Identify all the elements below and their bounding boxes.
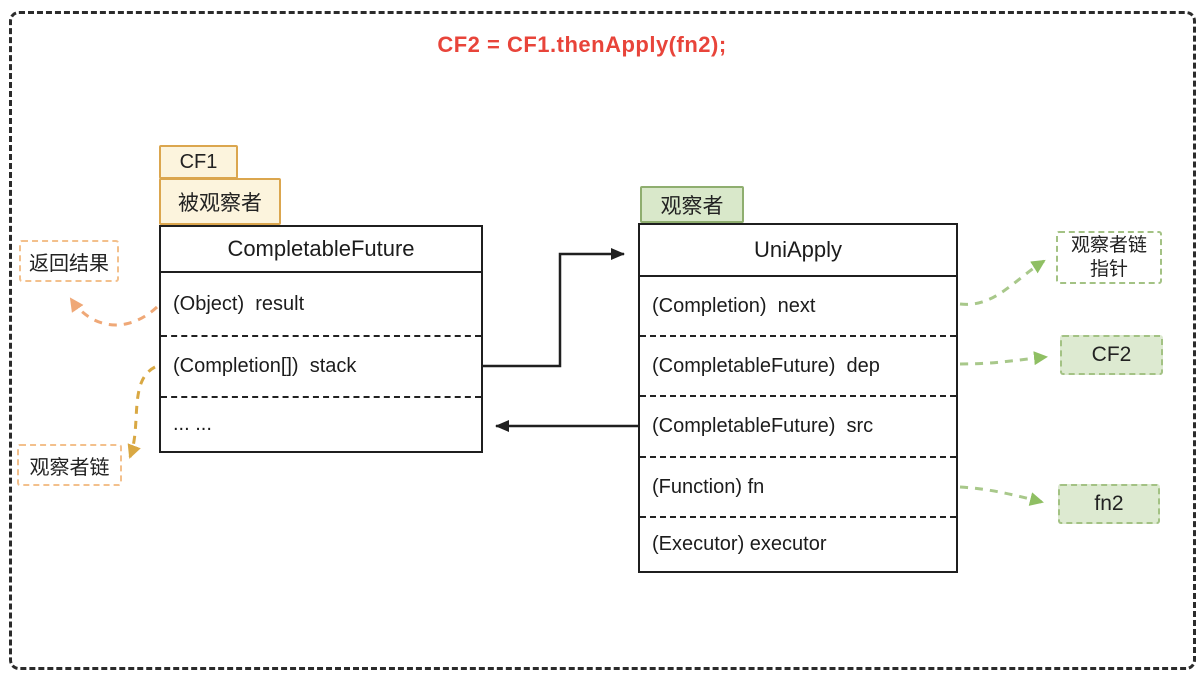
observer-chain-pointer-line1: 观察者链 bbox=[1070, 234, 1147, 256]
field-stack: (Completion[]) stack bbox=[161, 335, 481, 396]
observer-chain-pointer-line2: 指针 bbox=[1089, 258, 1128, 280]
observer-chain-pointer-label: 观察者链 指针 bbox=[1056, 231, 1162, 284]
outer-dashed-frame bbox=[9, 11, 1196, 670]
field-result: (Object) result bbox=[173, 292, 305, 315]
uniapply-classbox: UniApply (Completion) next (CompletableF… bbox=[638, 223, 958, 573]
field-next: (Completion) next bbox=[652, 294, 816, 317]
field-ellipsis: ... ... bbox=[161, 396, 481, 451]
observer-role-tag: 观察者 bbox=[640, 186, 744, 223]
cf2-label: CF2 bbox=[1060, 335, 1163, 375]
cf1-tag: CF1 bbox=[159, 145, 238, 179]
field-executor: (Executor) executor bbox=[640, 516, 956, 571]
completablefuture-class-name: CompletableFuture bbox=[161, 227, 481, 273]
field-dep: (CompletableFuture) dep bbox=[640, 335, 956, 395]
observed-role-tag: 被观察者 bbox=[159, 178, 281, 225]
observer-chain-label: 观察者链 bbox=[17, 444, 122, 486]
uniapply-class-name: UniApply bbox=[640, 225, 956, 277]
completablefuture-classbox: CompletableFuture (Object) result (Compl… bbox=[159, 225, 483, 453]
field-fn: (Function) fn bbox=[640, 456, 956, 516]
fn2-label: fn2 bbox=[1058, 484, 1160, 524]
field-src: (CompletableFuture) src bbox=[640, 395, 956, 456]
return-result-label: 返回结果 bbox=[19, 240, 119, 282]
diagram-title: CF2 = CF1.thenApply(fn2); bbox=[437, 32, 727, 57]
